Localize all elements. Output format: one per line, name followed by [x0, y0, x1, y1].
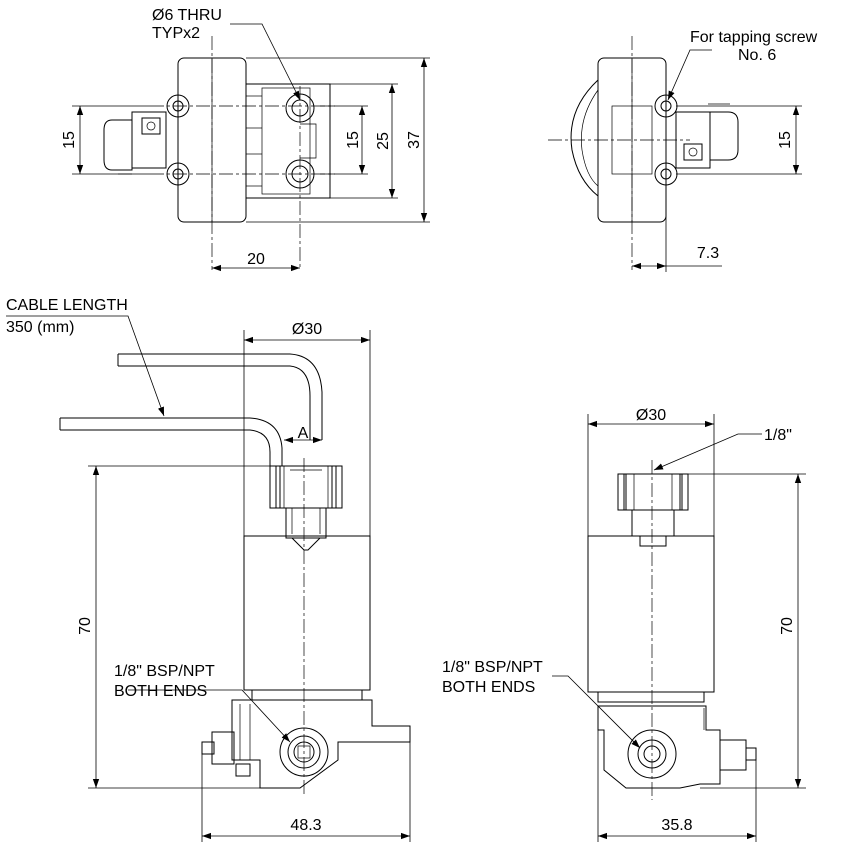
- dim-70-side: 70: [779, 617, 796, 635]
- connector-screw-icon: [141, 117, 161, 135]
- top-left-view: Ø6 THRU TYPx2 15 15 25 37 20: [61, 7, 430, 272]
- dim-15-left: 15: [61, 131, 78, 149]
- dim-a: A: [298, 425, 309, 442]
- dim-35-8: 35.8: [661, 817, 692, 834]
- cable-note-line1: CABLE LENGTH: [6, 297, 128, 314]
- dim-37: 37: [406, 131, 423, 149]
- top-fitting-side: [623, 473, 683, 511]
- port-note-line2-front: BOTH ENDS: [114, 683, 207, 700]
- port-top-label: 1/8": [764, 427, 792, 444]
- coil-body-side: [587, 535, 715, 693]
- cable-note-line2: 350 (mm): [6, 319, 74, 336]
- dim-dia30-front: Ø30: [292, 321, 322, 338]
- screw-note-line1: For tapping screw: [690, 29, 818, 46]
- dim-70-front: 70: [77, 617, 94, 635]
- port-note-line1-side: 1/8" BSP/NPT: [442, 659, 543, 676]
- valve-base: [231, 699, 411, 789]
- side-view: Ø30 1/8" 70 1/8" BSP/NPT BOTH ENDS 35.8: [442, 407, 806, 842]
- top-right-view: For tapping screw No. 6 15 7.3: [548, 29, 818, 272]
- port-note-line2-side: BOTH ENDS: [442, 679, 535, 696]
- valve-base-side: [597, 705, 721, 789]
- top-fitting: [275, 465, 337, 509]
- dim-20: 20: [247, 251, 265, 268]
- dim-25: 25: [375, 132, 392, 150]
- hole-note-line2: TYPx2: [152, 25, 200, 42]
- connector-screw-icon: [683, 143, 703, 161]
- dim-48-3: 48.3: [290, 817, 321, 834]
- coil-body: [243, 535, 371, 691]
- screw-note-line2: No. 6: [738, 47, 776, 64]
- front-view: CABLE LENGTH 350 (mm) Ø30 A 70 1/8" BSP/…: [6, 297, 411, 842]
- dim-15-side: 15: [777, 131, 794, 149]
- port-note-line1-front: 1/8" BSP/NPT: [114, 663, 215, 680]
- hole-note-line1: Ø6 THRU: [152, 7, 222, 24]
- dim-7-3: 7.3: [697, 245, 719, 262]
- dim-dia30-side: Ø30: [636, 407, 666, 424]
- dim-15-right: 15: [345, 131, 362, 149]
